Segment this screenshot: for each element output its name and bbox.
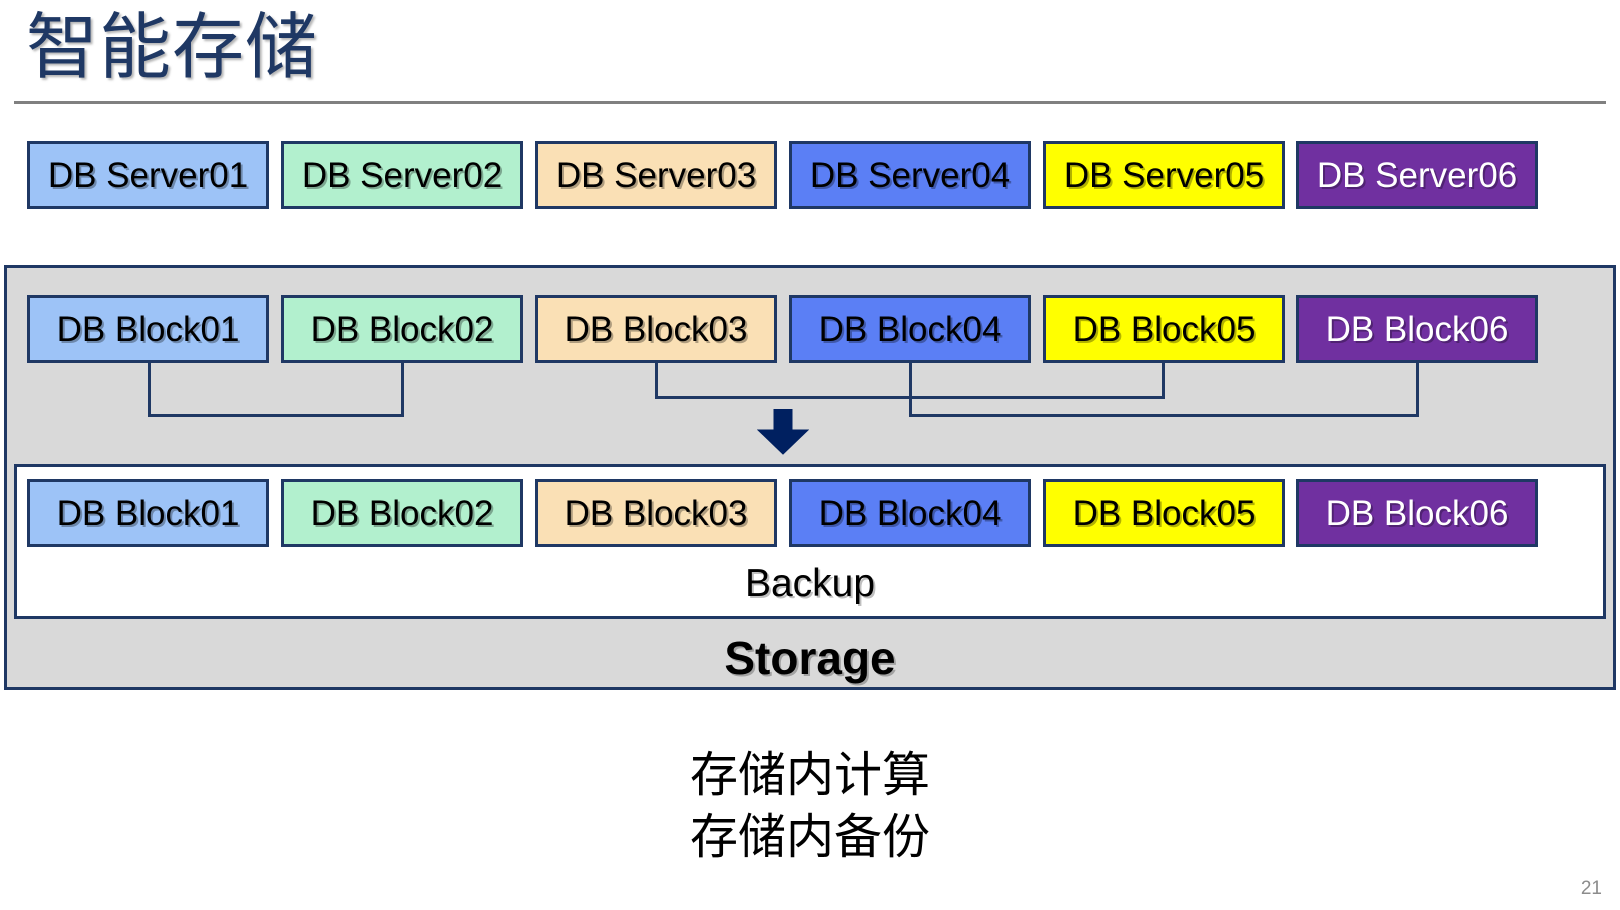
db-block-box-primary-label: DB Block06: [1325, 309, 1509, 349]
db-server-box-1[interactable]: DB Server01: [27, 141, 269, 209]
connector-3-right-leg: [1416, 363, 1419, 414]
connector-3-left-leg: [909, 363, 912, 414]
db-block-box-backup-label: DB Block05: [1072, 493, 1256, 533]
connector-3-crossbar: [909, 414, 1419, 417]
db-block-box-primary-5[interactable]: DB Block05: [1043, 295, 1285, 363]
down-arrow-icon: [756, 408, 810, 455]
backup-label: Backup: [744, 562, 876, 605]
db-server-box-label: DB Server06: [1316, 155, 1518, 195]
storage-label: Storage: [724, 632, 896, 684]
connector-1-right-leg: [401, 363, 404, 414]
db-block-box-primary-label: DB Block04: [818, 309, 1002, 349]
caption-line-2: 存储内备份: [689, 809, 930, 865]
db-server-box-label: DB Server02: [301, 155, 503, 195]
db-block-box-primary-label: DB Block01: [56, 309, 240, 349]
db-server-box-label: DB Server03: [555, 155, 757, 195]
db-server-box-label: DB Server01: [47, 155, 249, 195]
db-block-box-primary-label: DB Block03: [564, 309, 748, 349]
caption-line-1: 存储内计算: [689, 747, 930, 803]
connector-1-crossbar: [148, 414, 404, 417]
page-title: 智能存储: [26, 8, 319, 88]
db-server-box-3[interactable]: DB Server03: [535, 141, 777, 209]
db-block-box-backup-6[interactable]: DB Block06: [1296, 479, 1538, 547]
db-block-box-primary-4[interactable]: DB Block04: [789, 295, 1031, 363]
db-server-box-6[interactable]: DB Server06: [1296, 141, 1538, 209]
db-server-box-label: DB Server04: [809, 155, 1011, 195]
title-divider: [14, 101, 1606, 104]
connector-2-right-leg: [1162, 363, 1165, 396]
db-block-box-backup-1[interactable]: DB Block01: [27, 479, 269, 547]
db-block-box-backup-3[interactable]: DB Block03: [535, 479, 777, 547]
db-block-box-primary-6[interactable]: DB Block06: [1296, 295, 1538, 363]
db-block-box-backup-label: DB Block04: [818, 493, 1002, 533]
db-block-box-primary-label: DB Block02: [310, 309, 494, 349]
connector-1-left-leg: [148, 363, 151, 414]
db-block-box-primary-3[interactable]: DB Block03: [535, 295, 777, 363]
db-block-box-backup-label: DB Block01: [56, 493, 240, 533]
db-block-box-backup-5[interactable]: DB Block05: [1043, 479, 1285, 547]
db-block-box-primary-1[interactable]: DB Block01: [27, 295, 269, 363]
db-server-box-5[interactable]: DB Server05: [1043, 141, 1285, 209]
db-block-box-backup-label: DB Block06: [1325, 493, 1509, 533]
db-server-box-4[interactable]: DB Server04: [789, 141, 1031, 209]
db-block-box-primary-label: DB Block05: [1072, 309, 1256, 349]
db-block-box-backup-label: DB Block03: [564, 493, 748, 533]
db-server-box-label: DB Server05: [1063, 155, 1265, 195]
db-block-box-backup-label: DB Block02: [310, 493, 494, 533]
connector-2-left-leg: [655, 363, 658, 396]
page-number: 21: [1580, 878, 1602, 899]
db-block-box-backup-2[interactable]: DB Block02: [281, 479, 523, 547]
db-server-box-2[interactable]: DB Server02: [281, 141, 523, 209]
db-block-box-backup-4[interactable]: DB Block04: [789, 479, 1031, 547]
db-block-box-primary-2[interactable]: DB Block02: [281, 295, 523, 363]
